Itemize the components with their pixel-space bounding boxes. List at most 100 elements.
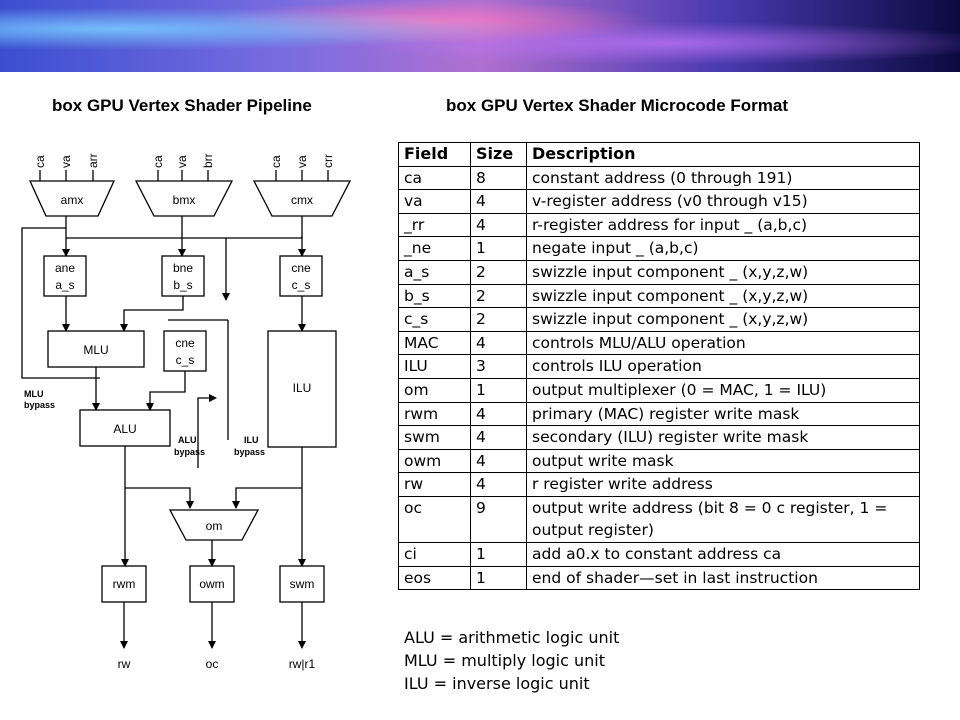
ilu-label: ILU xyxy=(293,381,312,395)
microcode-title: box GPU Vertex Shader Microcode Format xyxy=(446,96,788,115)
row-field: b_s xyxy=(398,283,471,309)
row-description: controls ILU operation xyxy=(526,354,920,379)
amx-label: amx xyxy=(61,193,84,207)
row-field: rwm xyxy=(398,401,471,427)
row-description: secondary (ILU) register write mask xyxy=(526,425,920,450)
row-field: owm xyxy=(398,448,471,474)
row-description: r-register address for input _ (a,b,c) xyxy=(526,212,920,238)
output-oc-label: oc xyxy=(206,657,219,671)
row-description: swizzle input component _ (x,y,z,w) xyxy=(526,307,920,332)
amx-mux xyxy=(28,180,116,217)
row-size: 1 xyxy=(470,236,527,261)
input-b-ca: ca xyxy=(151,155,165,168)
row-field: ILU xyxy=(398,354,471,379)
row-size: 4 xyxy=(470,330,527,356)
alu-bypass-label: ALU xyxy=(178,435,197,445)
ilu-bypass-label-2: bypass xyxy=(234,447,265,457)
row-field: ci xyxy=(398,541,471,567)
cmx-mux xyxy=(252,180,352,217)
b-s-label: b_s xyxy=(173,278,192,292)
row-size: 4 xyxy=(470,212,527,238)
row-size: 1 xyxy=(470,541,527,567)
row-size: 4 xyxy=(470,425,527,450)
row-description: constant address (0 through 191) xyxy=(526,165,920,191)
row-description: add a0.x to constant address ca xyxy=(526,541,920,567)
row-field: a_s xyxy=(398,259,471,285)
bmx-label: bmx xyxy=(173,193,196,207)
row-field: rw xyxy=(398,472,471,497)
legend-ilu: ILU = inverse logic unit xyxy=(404,674,590,693)
row-field: eos xyxy=(398,565,471,591)
input-a-arr: arr xyxy=(86,153,100,168)
owm-label: owm xyxy=(199,577,224,591)
mlu-bypass-label: MLU xyxy=(24,389,44,399)
cmx-label: cmx xyxy=(291,193,313,207)
input-c-ca: ca xyxy=(269,155,283,168)
input-c-crr: crr xyxy=(321,154,335,168)
row-description: swizzle input component _ (x,y,z,w) xyxy=(526,283,920,309)
row-description: controls MLU/ALU operation xyxy=(526,330,920,356)
row-field: _ne xyxy=(398,236,471,261)
cne-box xyxy=(279,255,323,297)
input-c-va: va xyxy=(295,155,309,168)
row-size: 1 xyxy=(470,565,527,591)
input-b-brr: brr xyxy=(201,153,215,168)
ane-label: ane xyxy=(55,261,75,275)
ilu-bypass-label: ILU xyxy=(244,435,259,445)
alu-bypass-label-2: bypass xyxy=(174,447,205,457)
row-size: 8 xyxy=(470,165,527,191)
pipeline-title: box GPU Vertex Shader Pipeline xyxy=(52,96,312,115)
row-field: va xyxy=(398,189,471,214)
row-description: output write address (bit 8 = 0 c regist… xyxy=(526,495,920,543)
row-size: 2 xyxy=(470,307,527,332)
row-size: 9 xyxy=(470,495,527,543)
row-description: negate input _ (a,b,c) xyxy=(526,236,920,261)
row-size: 2 xyxy=(470,259,527,285)
row-description: output multiplexer (0 = MAC, 1 = ILU) xyxy=(526,377,920,403)
header-field: Field xyxy=(398,142,471,167)
table-header-row: Field Size Description xyxy=(398,142,920,167)
row-size: 4 xyxy=(470,448,527,474)
row-description: end of shader—set in last instruction xyxy=(526,565,920,591)
row-description: primary (MAC) register write mask xyxy=(526,401,920,427)
header-description: Description xyxy=(526,142,920,167)
row-size: 1 xyxy=(470,377,527,403)
row-description: output write mask xyxy=(526,448,920,474)
row-field: MAC xyxy=(398,330,471,356)
header-size: Size xyxy=(470,142,527,167)
cne2-label: cne xyxy=(175,336,195,350)
cne-label: cne xyxy=(291,261,311,275)
row-description: r register write address xyxy=(526,472,920,497)
mlu-bypass-label-2: bypass xyxy=(24,400,55,410)
row-field: oc xyxy=(398,495,471,543)
row-size: 4 xyxy=(470,472,527,497)
alu-label: ALU xyxy=(113,422,136,436)
bne-label: bne xyxy=(173,261,193,275)
row-description: v-register address (v0 through v15) xyxy=(526,189,920,214)
header-banner xyxy=(0,0,960,72)
swm-label: swm xyxy=(290,577,315,591)
row-description: swizzle input component _ (x,y,z,w) xyxy=(526,259,920,285)
c-s2-label: c_s xyxy=(176,353,195,367)
row-field: ca xyxy=(398,165,471,191)
ane-box xyxy=(43,255,87,297)
row-field: c_s xyxy=(398,307,471,332)
input-a-ca: ca xyxy=(33,155,47,168)
bmx-mux xyxy=(134,180,234,217)
row-field: swm xyxy=(398,425,471,450)
